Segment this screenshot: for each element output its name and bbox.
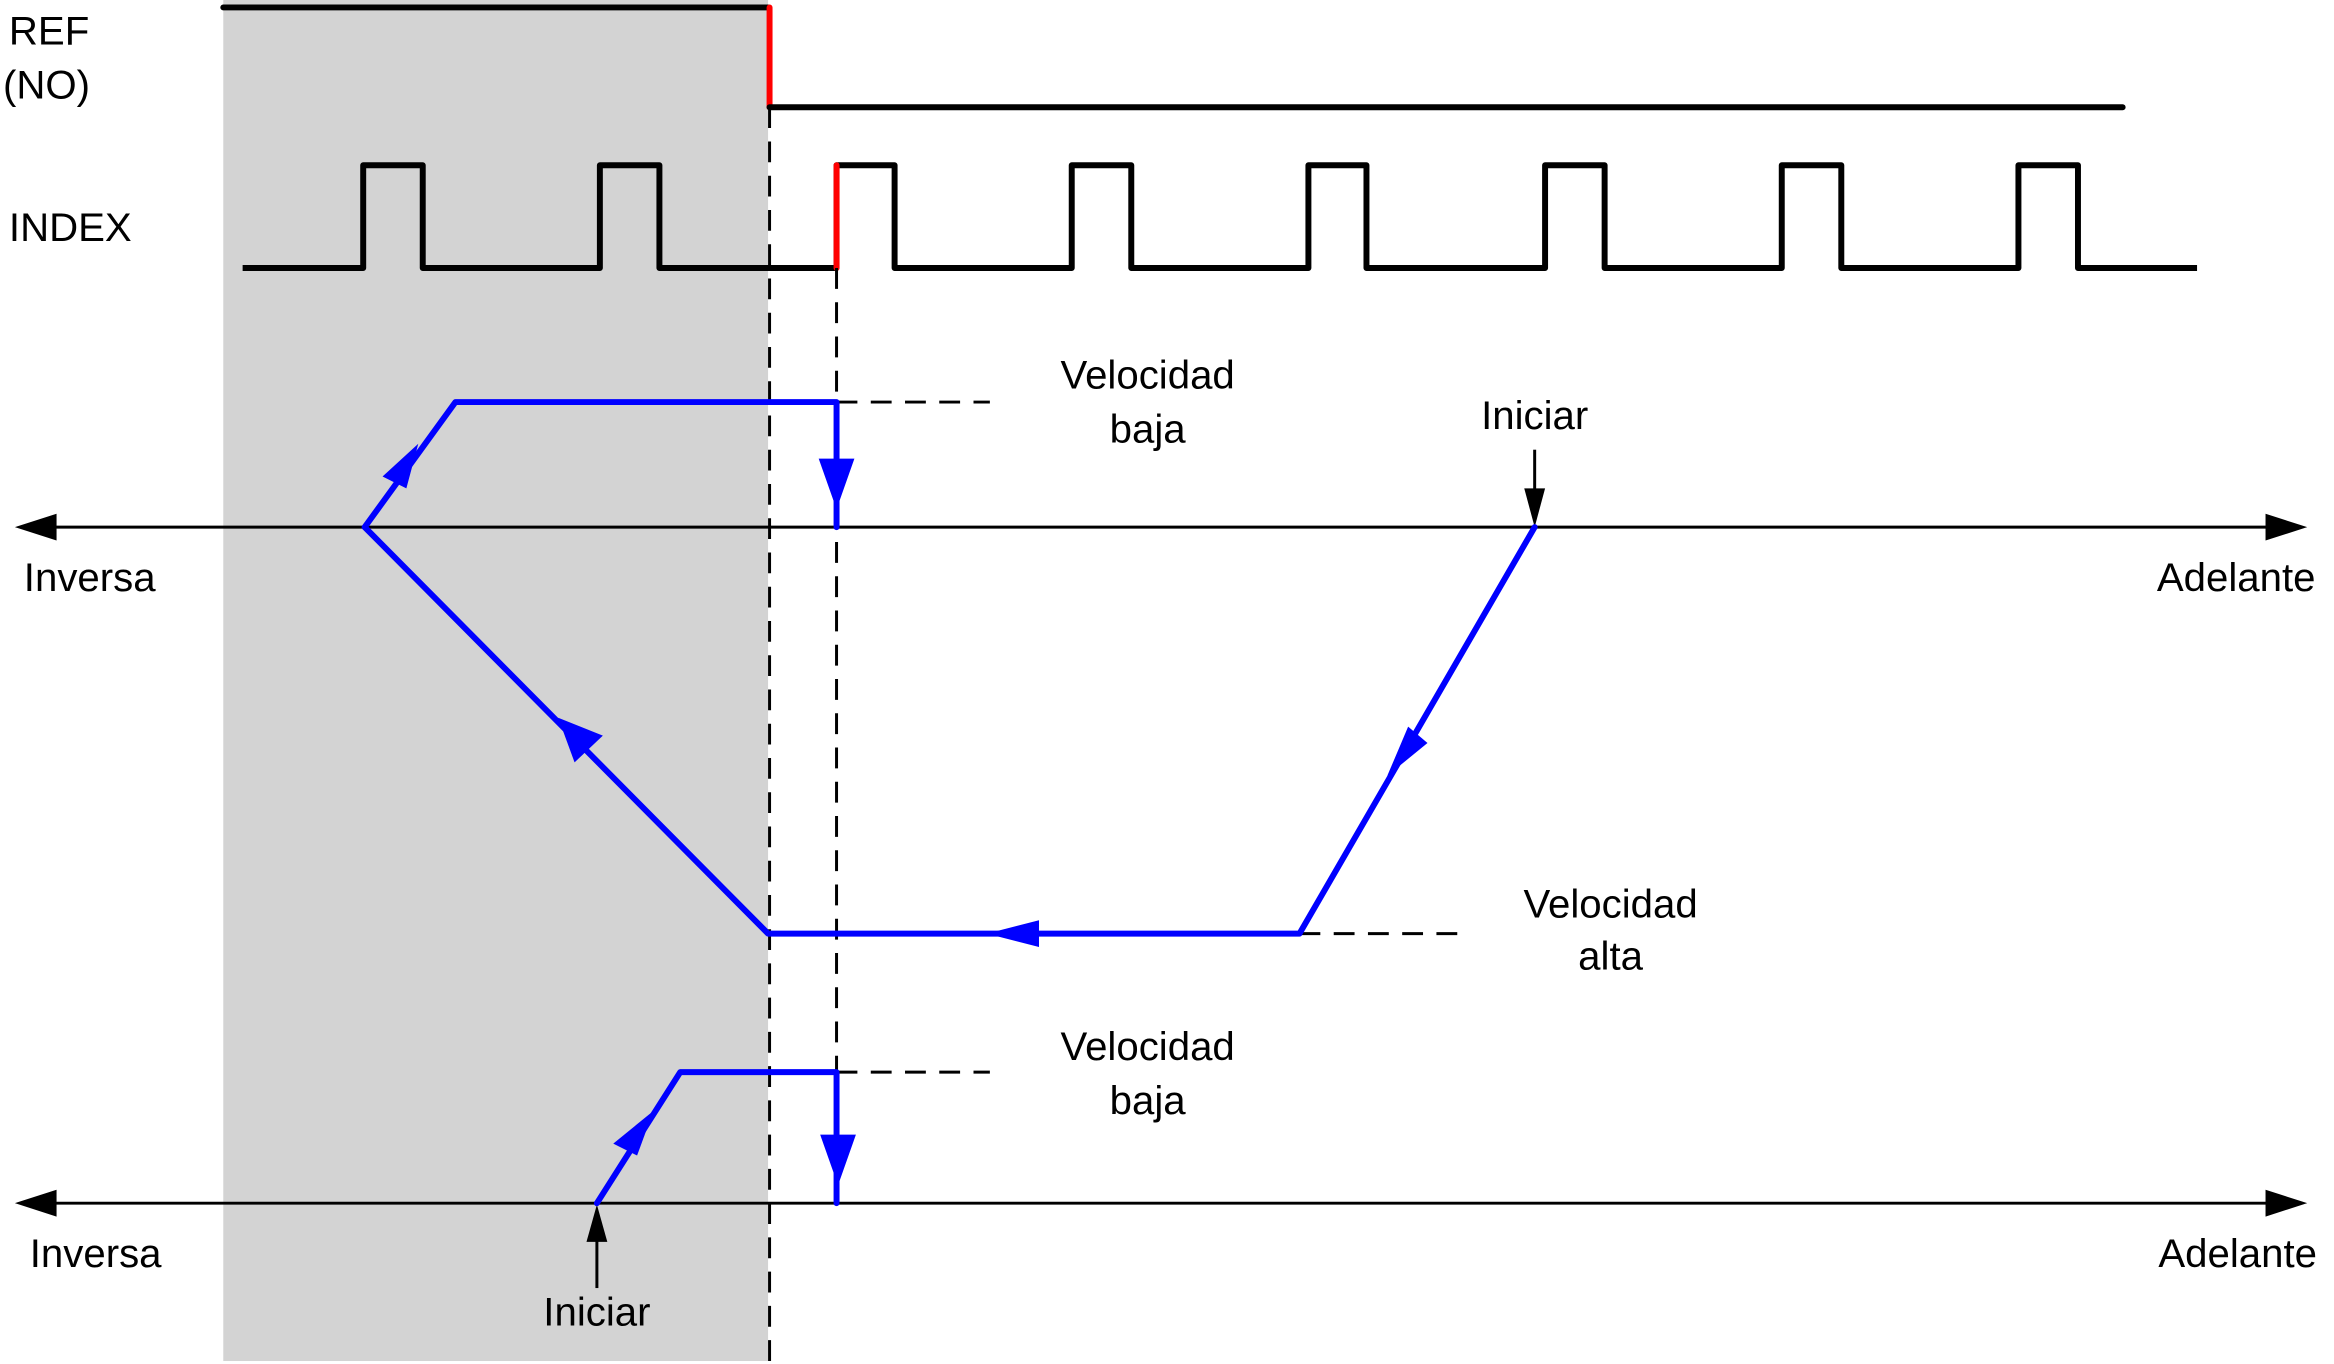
high-speed-label: Velocidad <box>1523 881 1697 926</box>
trajectory-arrow-down-icon <box>1387 726 1428 776</box>
axis-top-right-arrow-icon <box>2265 513 2308 541</box>
start-bottom-arrow-icon <box>586 1204 608 1242</box>
start-top-arrow-icon <box>1524 488 1546 528</box>
trajectory-homing-from-forward <box>361 399 1538 937</box>
trajectory-arrow-down-end-icon <box>818 458 855 510</box>
ref-label-no: (NO) <box>3 62 90 107</box>
low-speed-bottom-label-2: baja <box>1110 1078 1187 1123</box>
axis-top-reverse-label: Inversa <box>24 555 156 600</box>
ref-label: REF <box>9 9 89 54</box>
low-speed-top-label: Velocidad <box>1061 353 1235 398</box>
axis-top-left-arrow-icon <box>14 513 57 541</box>
axis-bottom-forward-label: Adelante <box>2158 1231 2317 1276</box>
index-label: INDEX <box>9 205 132 250</box>
trajectory-bottom-arrow-down-icon <box>820 1134 856 1186</box>
start-bottom-label: Iniciar <box>543 1289 650 1334</box>
axis-top-forward-label: Adelante <box>2157 555 2316 600</box>
low-speed-bottom-label: Velocidad <box>1061 1024 1235 1069</box>
axis-bottom-right-arrow-icon <box>2265 1189 2308 1217</box>
trajectory-bottom-arrow-up-right-icon <box>613 1110 654 1156</box>
axis-bottom-reverse-label: Inversa <box>30 1231 162 1276</box>
trajectory-arrow-up-right-icon <box>382 443 419 489</box>
ref-active-zone <box>223 0 769 1362</box>
high-speed-label-2: alta <box>1578 933 1643 978</box>
axis-bottom-left-arrow-icon <box>14 1189 57 1217</box>
index-signal <box>242 162 2198 272</box>
start-top-label: Iniciar <box>1481 393 1588 438</box>
trajectory-arrow-up-left-icon <box>558 717 603 763</box>
low-speed-top-label-2: baja <box>1110 406 1187 451</box>
trajectory-arrow-left-icon <box>986 920 1039 948</box>
